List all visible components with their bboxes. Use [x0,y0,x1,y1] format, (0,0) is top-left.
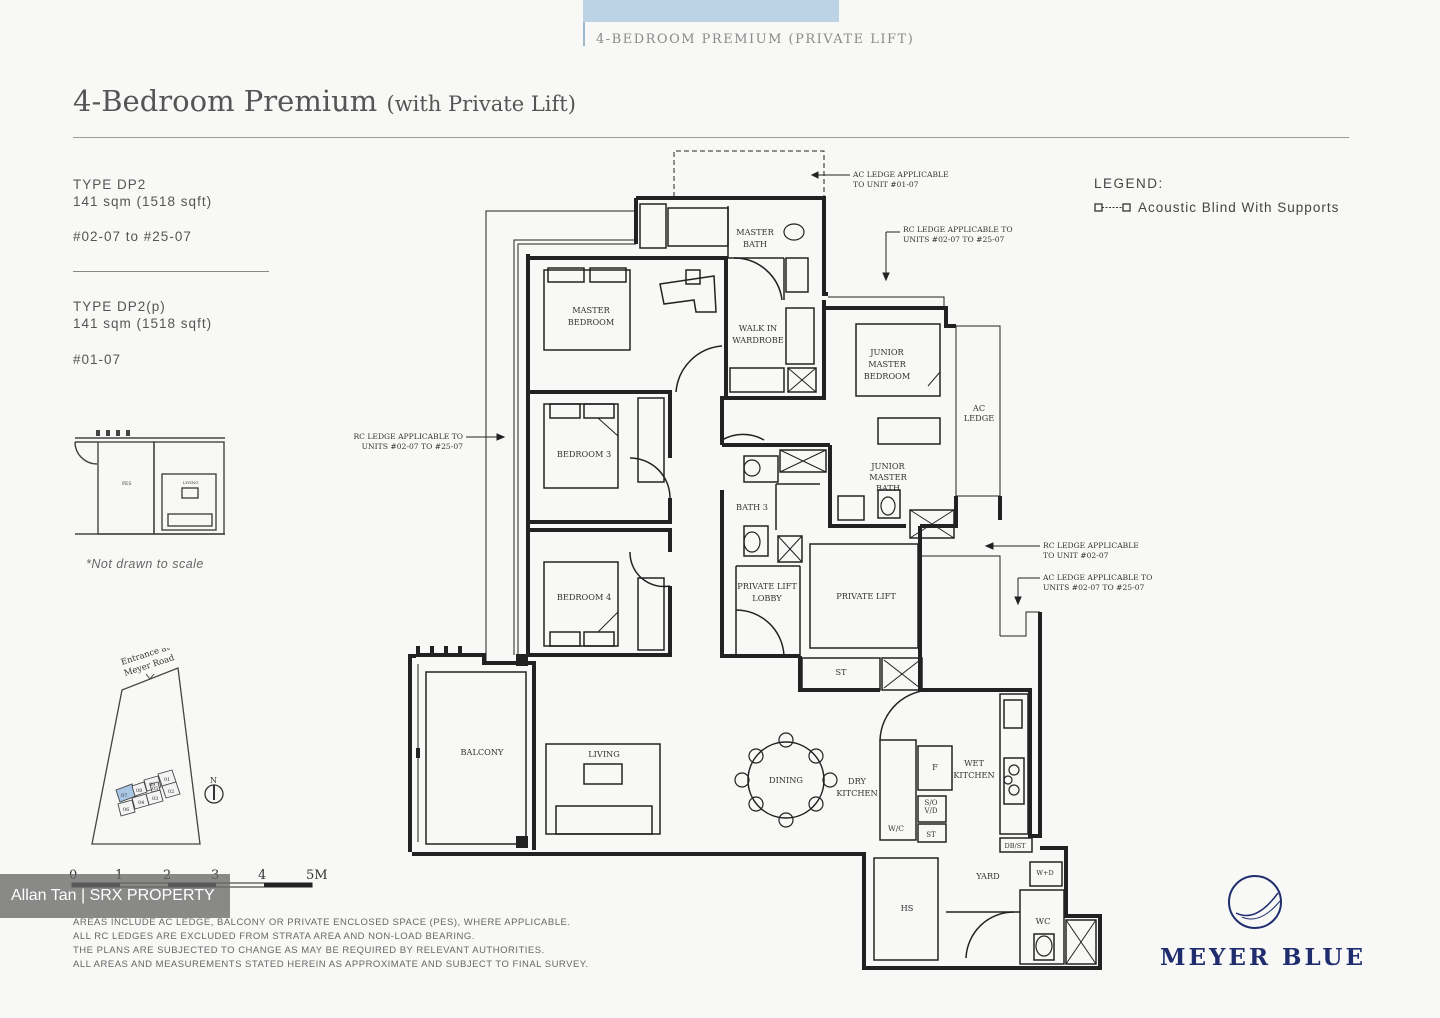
room-label: F [932,762,938,772]
room-label: DRY [848,776,866,786]
room-label: BATH [743,239,767,249]
type-1-name: TYPE DP2 [73,177,147,192]
title-main: 4-Bedroom Premium [73,84,378,118]
room-label: HS [901,903,914,913]
room-label: BATH [876,483,900,493]
room-label: BALCONY [461,747,505,757]
annotation-text: UNITS #02-07 TO #25-07 [903,235,1005,244]
room-label: JUNIOR [870,461,905,471]
room-label: V/D [923,807,937,815]
room-label: LOBBY [752,593,782,603]
room-label: WALK IN [739,323,777,333]
disclaimer-line: AREAS INCLUDE AC LEDGE, BALCONY OR PRIVA… [73,917,571,928]
watermark: Allan Tan | SRX PROPERTY [0,874,230,918]
room-label: BEDROOM 4 [557,592,611,602]
disclaimer: AREAS INCLUDE AC LEDGE, BALCONY OR PRIVA… [73,916,589,972]
key-plan-pes-label: PES [122,481,131,487]
room-label: BATH 3 [736,502,768,512]
title-rule [73,137,1349,138]
site-blocks [115,769,181,817]
site-block-label: 07 [121,793,127,799]
room-label: PRIVATE LIFT [836,591,896,601]
annotation-text: AC LEDGE APPLICABLE TO [1042,573,1152,582]
title-sub: (with Private Lift) [386,92,576,116]
room-label: DINING [769,775,803,785]
room-label: KITCHEN [836,788,877,798]
type-2-area: 141 sqm (1518 sqft) [73,316,213,331]
page-title: 4-Bedroom Premium (with Private Lift) [73,84,576,118]
site-block-label: 09 [149,782,155,788]
brand-name: MEYER BLUE [1160,944,1367,971]
room-label: W/C [888,824,904,833]
room-label: DB/ST [1005,842,1027,850]
rc-ledge-top-outline [828,296,945,308]
site-plan: Entrance at Meyer Road 07 08 09 01 02 03… [91,648,224,845]
ac-ledge-right-outline [1000,611,1040,637]
annotation-text: TO UNIT #02-07 [1043,551,1109,560]
site-block-label: 03 [152,796,158,802]
room-label: MASTER [572,305,610,315]
room-label: MASTER [736,227,774,237]
annotation-text: UNITS #02-07 TO #25-07 [1043,583,1145,592]
site-block-label: 01 [164,777,170,783]
room-label: PRIVATE LIFT [737,581,797,591]
header-banner-bar [583,0,839,22]
type-1-area: 141 sqm (1518 sqft) [73,194,213,209]
site-block-label: 04 [138,800,144,806]
ac-ledge-0107-outline [673,150,825,197]
room-label: W+D [1036,869,1053,877]
disclaimer-line: THE PLANS ARE SUBJECTED TO CHANGE AS MAY… [73,945,545,956]
type-2-name: TYPE DP2(p) [73,299,166,314]
disclaimer-line: ALL RC LEDGES ARE EXCLUDED FROM STRATA A… [73,931,475,942]
room-label: ST [835,667,847,677]
room-label: S/O [925,799,938,807]
room-label: YARD [975,871,1000,881]
room-label: MASTER [868,359,906,369]
annotation-text: TO UNIT #01-07 [853,180,919,189]
header-banner-text: 4-BEDROOM PREMIUM (PRIVATE LIFT) [596,32,915,47]
room-label: BEDROOM [864,371,911,381]
brand-logo-icon [1228,875,1282,929]
room-label: MASTER [869,472,907,482]
room-label: WC [1036,916,1051,926]
annotation-text: RC LEDGE APPLICABLE TO [903,225,1013,234]
room-label: JUNIOR [869,347,904,357]
north-arrow-icon: N [204,776,224,804]
room-label: KITCHEN [953,770,994,780]
site-block-label: 05 [152,786,158,792]
room-label: WARDROBE [732,335,784,345]
room-label: LIVING [588,749,620,759]
key-plan-living-label: LIVING [183,480,198,485]
annotation-text: UNITS #02-07 TO #25-07 [362,442,464,451]
header-banner-rule [583,22,585,46]
type-separator [73,271,269,272]
scale-tick-label: 5M [306,868,328,883]
annotation-text: RC LEDGE APPLICABLE TO [353,432,463,441]
annotation-text: AC LEDGE APPLICABLE [852,170,949,179]
site-block-label: 06 [123,807,129,813]
room-label: ST [926,831,936,839]
key-plan-pes: PES LIVING [74,430,225,535]
legend-title: LEGEND: [1094,176,1164,191]
type-1-units: #02-07 to #25-07 [73,229,192,244]
rc-ledge-0207-outline [920,555,1001,636]
scale-tick-label: 4 [258,868,266,883]
acoustic-blind-icon [1094,203,1131,212]
room-label: BEDROOM [568,317,615,327]
room-label: AC [972,403,985,413]
room-label: LEDGE [964,413,995,423]
site-block-label: 02 [168,789,174,795]
rc-ledge-left-outline [485,210,636,665]
room-label: BEDROOM 3 [557,449,611,459]
not-to-scale-note: *Not drawn to scale [86,557,204,571]
room-label: WET [964,758,984,768]
north-label: N [210,776,217,785]
site-block-label: 08 [136,788,142,794]
legend-item-acoustic-blind: Acoustic Blind With Supports [1138,200,1340,215]
type-2-units: #01-07 [73,352,122,367]
annotation-text: RC LEDGE APPLICABLE [1043,541,1139,550]
disclaimer-line: ALL AREAS AND MEASUREMENTS STATED HEREIN… [73,959,589,970]
